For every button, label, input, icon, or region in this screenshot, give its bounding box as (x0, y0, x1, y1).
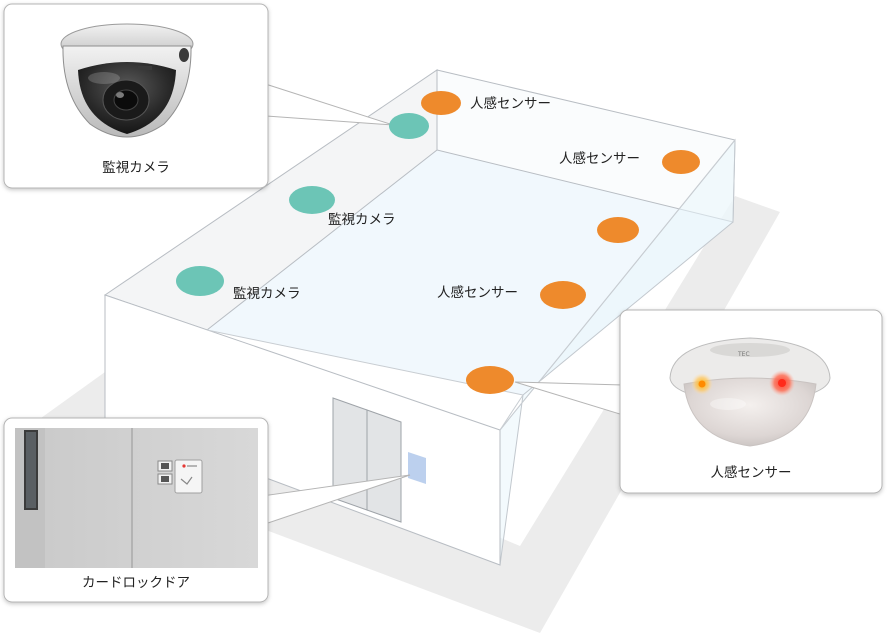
camera-label-2: 監視カメラ (328, 211, 396, 228)
camera-marker-1 (389, 113, 429, 139)
sensor-label-2: 人感センサー (559, 150, 640, 167)
camera-label-3: 監視カメラ (233, 285, 301, 302)
sensor-callout-pointer (514, 381, 624, 416)
svg-text:TEC: TEC (737, 351, 750, 358)
camera-photo-panel: 監視カメラ (3, 3, 269, 189)
ground-shadow (16, 196, 780, 633)
sensor-marker-1 (421, 91, 461, 115)
sensor-photo-panel: TEC 人感センサー (619, 309, 883, 494)
camera-callout-pointer (252, 79, 394, 126)
room-floor (207, 150, 733, 395)
card-lock-door-image (15, 428, 258, 568)
sensor-marker-3 (597, 217, 639, 243)
card-lock-door (332, 397, 402, 523)
card-reader-marker (408, 452, 426, 484)
camera-marker-2 (289, 186, 335, 214)
dome-camera-image (60, 23, 194, 138)
sensor-marker-5 (466, 366, 514, 394)
sensor-marker-4 (540, 281, 586, 309)
sensor-panel-caption: 人感センサー (711, 464, 792, 481)
camera-panel-caption: 監視カメラ (102, 159, 170, 176)
markers (176, 91, 700, 394)
sensor-label-1: 人感センサー (470, 95, 551, 112)
sensor-marker-2 (662, 150, 700, 174)
room (103, 69, 736, 566)
camera-marker-3 (176, 266, 224, 296)
sensor-label-3: 人感センサー (437, 284, 518, 301)
door-panel-caption: カードロックドア (82, 575, 190, 591)
door-photo-panel: カードロックドア (3, 417, 269, 603)
motion-sensor-image: TEC (669, 337, 831, 447)
